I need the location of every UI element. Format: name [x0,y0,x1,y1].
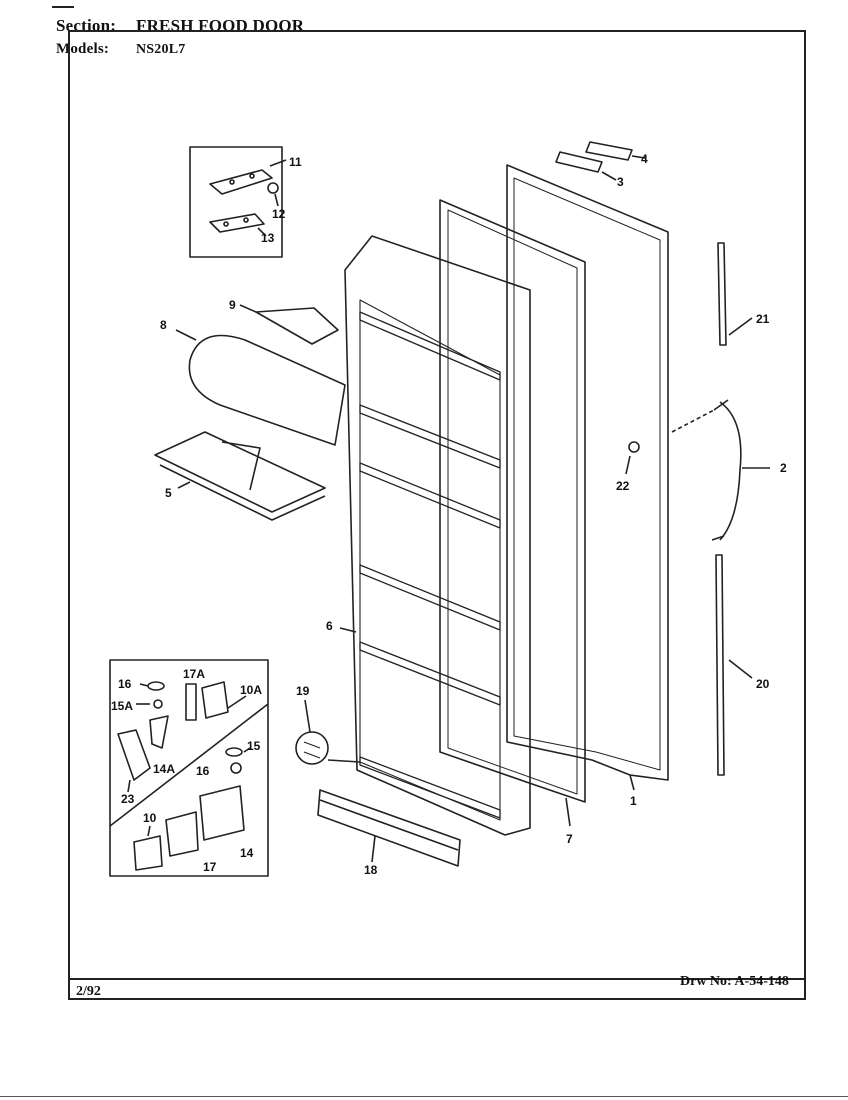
model-number: NS20L7 [136,42,186,57]
callout-17A: 17A [183,667,205,681]
drawing-number: Drw No: A-54-148 [680,974,789,989]
lower-hinge-inset-box [109,659,269,877]
callout-15A: 15A [111,699,133,713]
callout-21: 21 [756,312,770,326]
callout-16b: 16 [196,764,210,778]
inset-divider [109,703,269,827]
callout-15: 15 [247,739,261,753]
gasket-strip-21 [717,242,727,346]
pin-15A [153,699,163,709]
callout-4: 4 [641,152,648,166]
hinge-spacer-17 [165,811,199,857]
drawing-date: 2/92 [76,984,101,999]
washer-12 [267,182,279,194]
door-gasket-7 [439,199,586,803]
callout-16a: 16 [118,677,132,691]
callout-1: 1 [630,794,637,808]
outer-door-panel-1 [506,164,669,781]
inner-door-liner-6 [344,235,531,836]
callout-20: 20 [756,677,770,691]
egg-tray-part-5 [154,431,326,513]
callout-18: 18 [364,863,378,877]
gasket-strip-20 [715,554,725,776]
callout-13: 13 [261,231,275,245]
hinge-plate-10 [133,835,163,871]
hinge-inset-box [189,146,283,258]
callout-10A: 10A [240,683,262,697]
hinge-pin-10A [201,681,229,719]
hinge-pin-14A [149,715,169,749]
trim-rail-18 [317,789,461,867]
callout-22: 22 [616,479,630,493]
door-handle-2 [719,401,742,541]
callout-11: 11 [289,155,302,169]
callout-5: 5 [165,486,172,500]
hinge-bracket-17A [185,683,197,721]
washer-16b [225,747,243,757]
bottom-rule [0,1096,848,1097]
callout-2: 2 [780,461,787,475]
callout-14A: 14A [153,762,175,776]
callout-12: 12 [272,207,286,221]
callout-6: 6 [326,619,333,633]
trim-part-4 [585,141,633,161]
callout-14: 14 [240,846,254,860]
callout-9: 9 [229,298,236,312]
washer-16a [147,681,165,691]
hinge-plate-11 [209,169,273,195]
callout-3: 3 [617,175,624,189]
drawing-frame [68,30,806,1000]
callout-17: 17 [203,860,217,874]
dairy-cover-part-8 [188,334,346,446]
hinge-plate-13 [209,213,265,233]
hinge-bracket-23 [117,729,151,781]
footer-separator [68,978,806,980]
door-shelves [359,311,501,819]
callout-23: 23 [121,792,135,806]
callout-8: 8 [160,318,167,332]
pin-15 [230,762,242,774]
callout-7: 7 [566,832,573,846]
callout-10: 10 [143,811,157,825]
trim-part-3 [555,151,603,173]
screw-group-19 [295,731,329,765]
hinge-plate-14 [199,785,245,841]
top-rule [52,6,74,8]
callout-19: 19 [296,684,310,698]
door-stop-22 [628,441,640,453]
dairy-door-part-9 [255,307,339,345]
